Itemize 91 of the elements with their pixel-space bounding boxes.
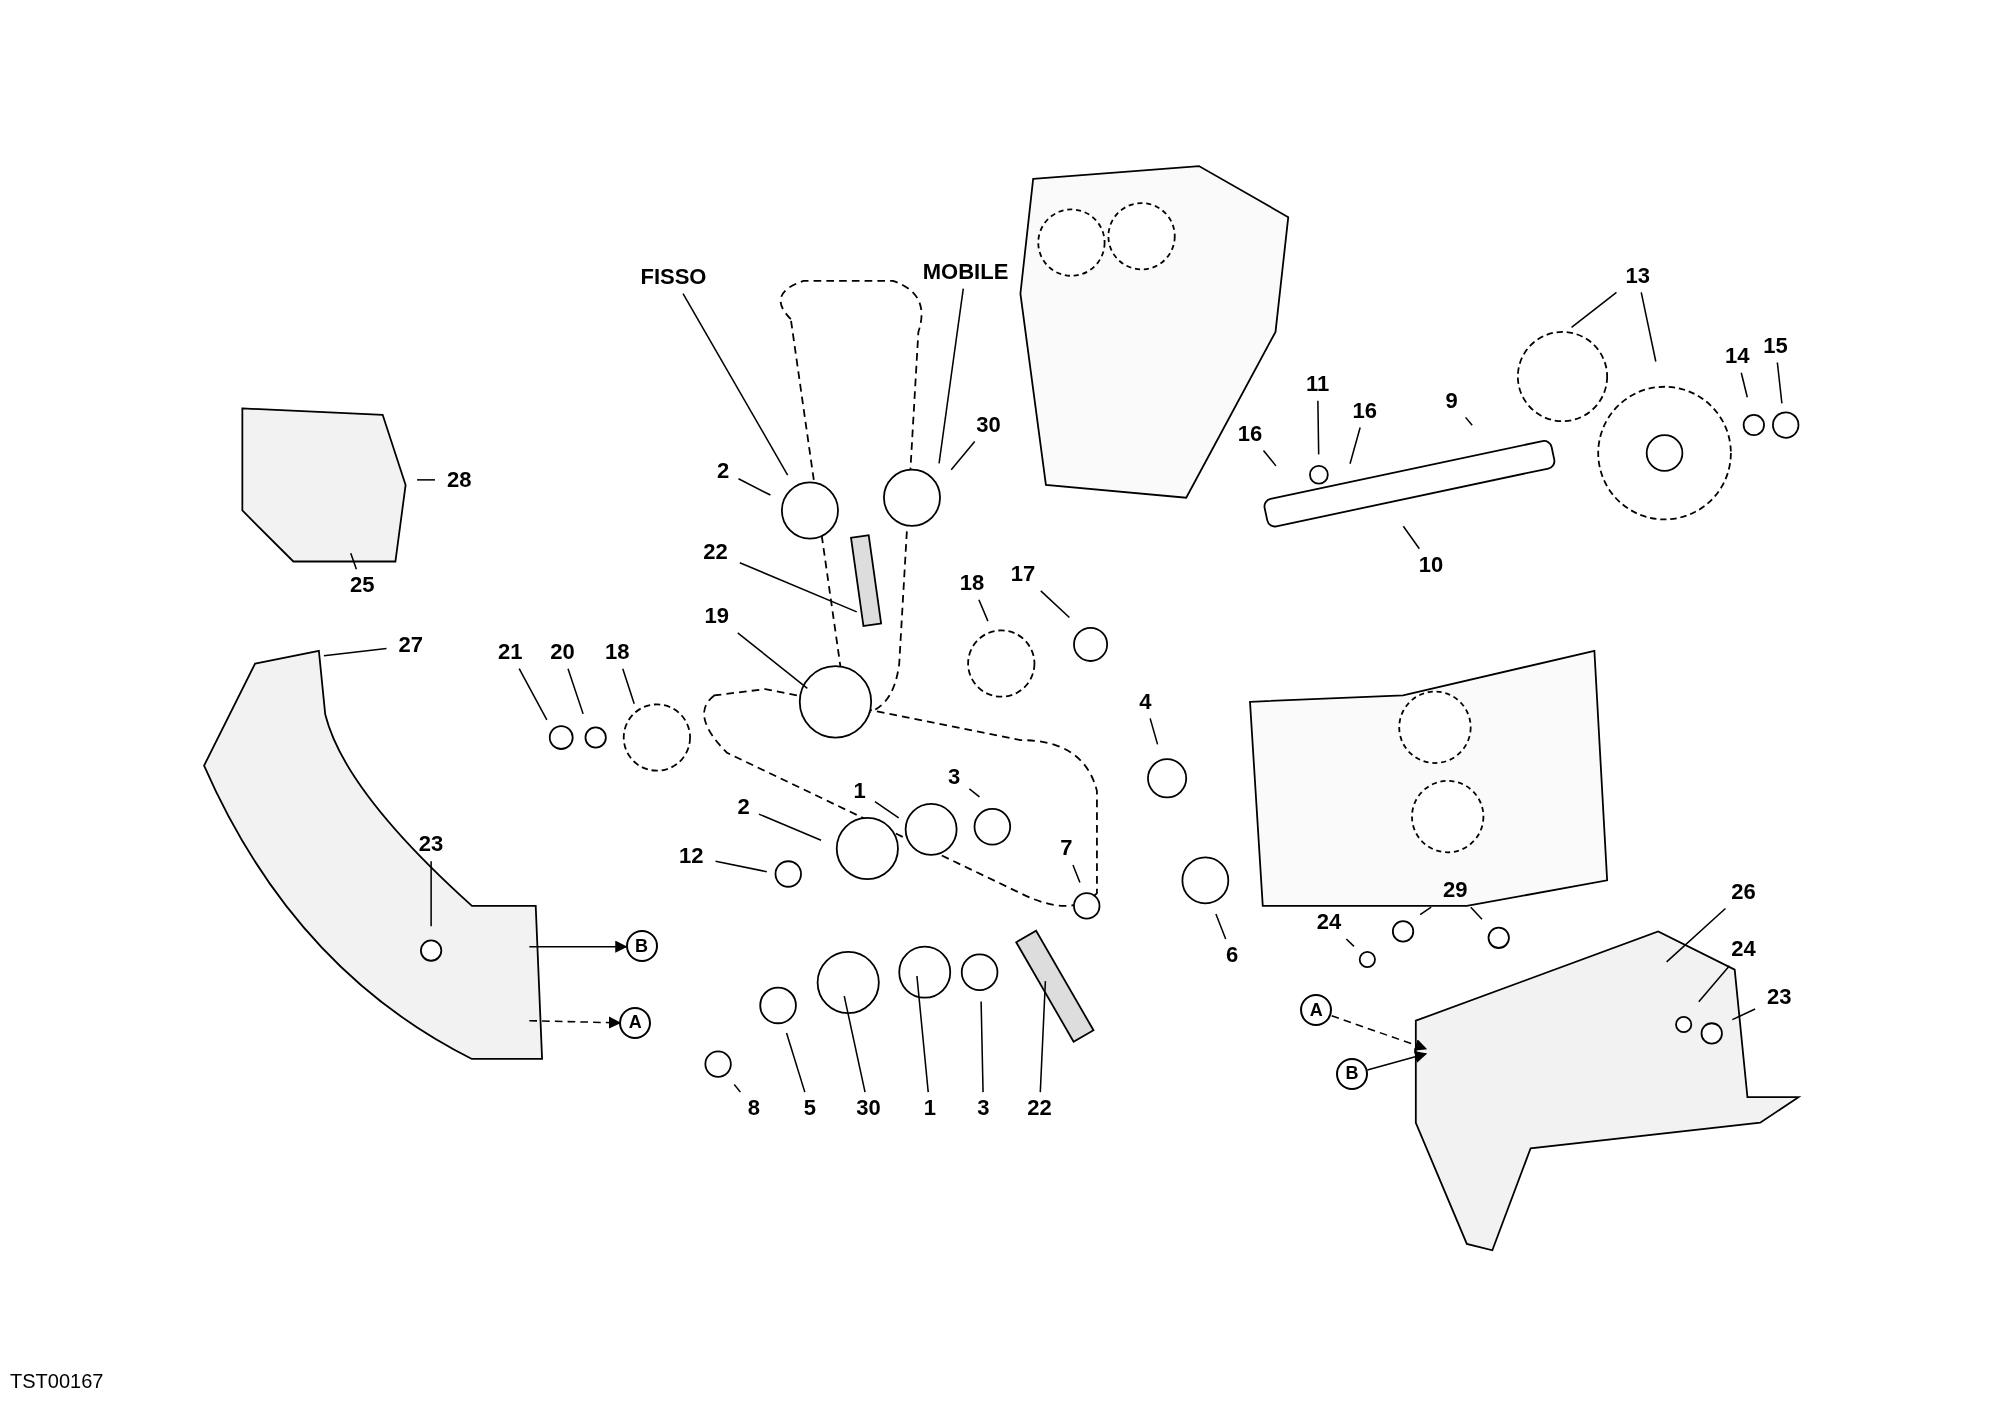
leader-line — [1665, 907, 1727, 963]
leader-line — [1740, 371, 1749, 399]
callout-number: 5 — [803, 1097, 817, 1120]
leader-line — [1570, 291, 1618, 329]
callout-number: 10 — [1418, 554, 1444, 577]
leader-line — [785, 1032, 806, 1093]
leader-line — [843, 995, 866, 1093]
leader-line — [874, 800, 900, 819]
leader-line — [714, 860, 768, 873]
callout-number: 17 — [1010, 562, 1036, 585]
leader-line — [737, 478, 772, 496]
arrow — [1330, 1015, 1428, 1051]
callout-number: 23 — [1767, 986, 1792, 1009]
callout-number: 16 — [1237, 422, 1263, 445]
leader-line — [1040, 590, 1071, 619]
reference-letter: B — [1336, 1057, 1369, 1090]
leader-line — [968, 788, 981, 798]
leader-line — [1149, 717, 1159, 746]
callout-number: 1 — [853, 779, 866, 802]
leader-line — [1345, 938, 1355, 948]
callout-number: 3 — [947, 765, 961, 788]
leader-line — [1215, 913, 1227, 940]
reference-letter: A — [1300, 994, 1333, 1027]
callout-number: 18 — [605, 640, 630, 663]
leader-line — [938, 287, 965, 465]
leader-line — [1698, 965, 1731, 1003]
callout-number: 2 — [737, 796, 750, 819]
leader-line — [1419, 906, 1432, 916]
callout-number: 22 — [1027, 1097, 1052, 1120]
callout-number: 13 — [1625, 264, 1650, 287]
callout-label: FISSO — [640, 265, 707, 288]
callout-number: 30 — [976, 413, 1001, 436]
callout-number: 14 — [1725, 344, 1750, 367]
callout-number: 8 — [747, 1097, 760, 1120]
callout-number: 22 — [703, 541, 728, 564]
leader-line — [1640, 291, 1657, 363]
leader-line — [916, 975, 929, 1093]
leader-line — [1470, 906, 1483, 920]
leader-line — [622, 667, 635, 705]
leader-line — [1317, 400, 1320, 456]
leader-line — [736, 632, 809, 690]
callout-number: 11 — [1305, 372, 1330, 395]
leader-line — [1039, 980, 1047, 1093]
callout-number: 29 — [1443, 879, 1468, 902]
leader-line — [733, 1083, 742, 1093]
leader-line — [739, 562, 858, 613]
callout-number: 6 — [1226, 944, 1239, 967]
leader-line — [950, 440, 976, 471]
reference-letter: A — [619, 1006, 652, 1039]
leader-line — [350, 552, 358, 570]
callout-label: MOBILE — [922, 260, 1009, 283]
leader-line — [758, 813, 822, 841]
callout-number: 23 — [418, 833, 444, 856]
callout-number: 27 — [398, 634, 423, 657]
leader-line — [682, 292, 789, 476]
leader-line — [1262, 449, 1277, 467]
callout-number: 28 — [446, 468, 472, 491]
leader-line — [323, 647, 388, 657]
leader-line — [978, 599, 989, 622]
leader-line — [518, 667, 548, 721]
leader-line — [1349, 426, 1361, 465]
callout-number: 24 — [1731, 937, 1756, 960]
callout-number: 16 — [1352, 399, 1377, 422]
leader-line — [430, 860, 432, 928]
callout-number: 25 — [350, 574, 375, 597]
callout-number: 20 — [550, 640, 575, 663]
callout-number: 7 — [1060, 837, 1073, 860]
leader-line — [1072, 864, 1081, 884]
callout-number: 4 — [1139, 690, 1152, 713]
callout-number: 19 — [704, 605, 730, 628]
callout-number: 9 — [1445, 389, 1458, 412]
leader-line — [416, 479, 436, 481]
callout-number: 15 — [1763, 334, 1788, 357]
reference-letter: B — [625, 930, 658, 963]
drawing-code: TST00167 — [10, 1370, 104, 1393]
leader-line — [1402, 525, 1421, 550]
leader-line — [980, 1000, 984, 1093]
leader-line — [1776, 361, 1783, 405]
callout-number: 2 — [717, 459, 730, 482]
callout-number: 3 — [977, 1097, 990, 1120]
callout-number: 18 — [959, 571, 985, 594]
callout-number: 12 — [679, 844, 704, 867]
leader-line — [567, 667, 584, 715]
callout-number: 26 — [1731, 880, 1756, 903]
leader-line — [1731, 1008, 1756, 1021]
callout-number: 21 — [497, 640, 523, 663]
arrow — [1366, 1050, 1428, 1071]
callout-number: 30 — [856, 1097, 881, 1120]
leader-line — [1464, 416, 1473, 426]
callout-number: 1 — [923, 1097, 936, 1120]
callout-number: 24 — [1316, 911, 1342, 934]
